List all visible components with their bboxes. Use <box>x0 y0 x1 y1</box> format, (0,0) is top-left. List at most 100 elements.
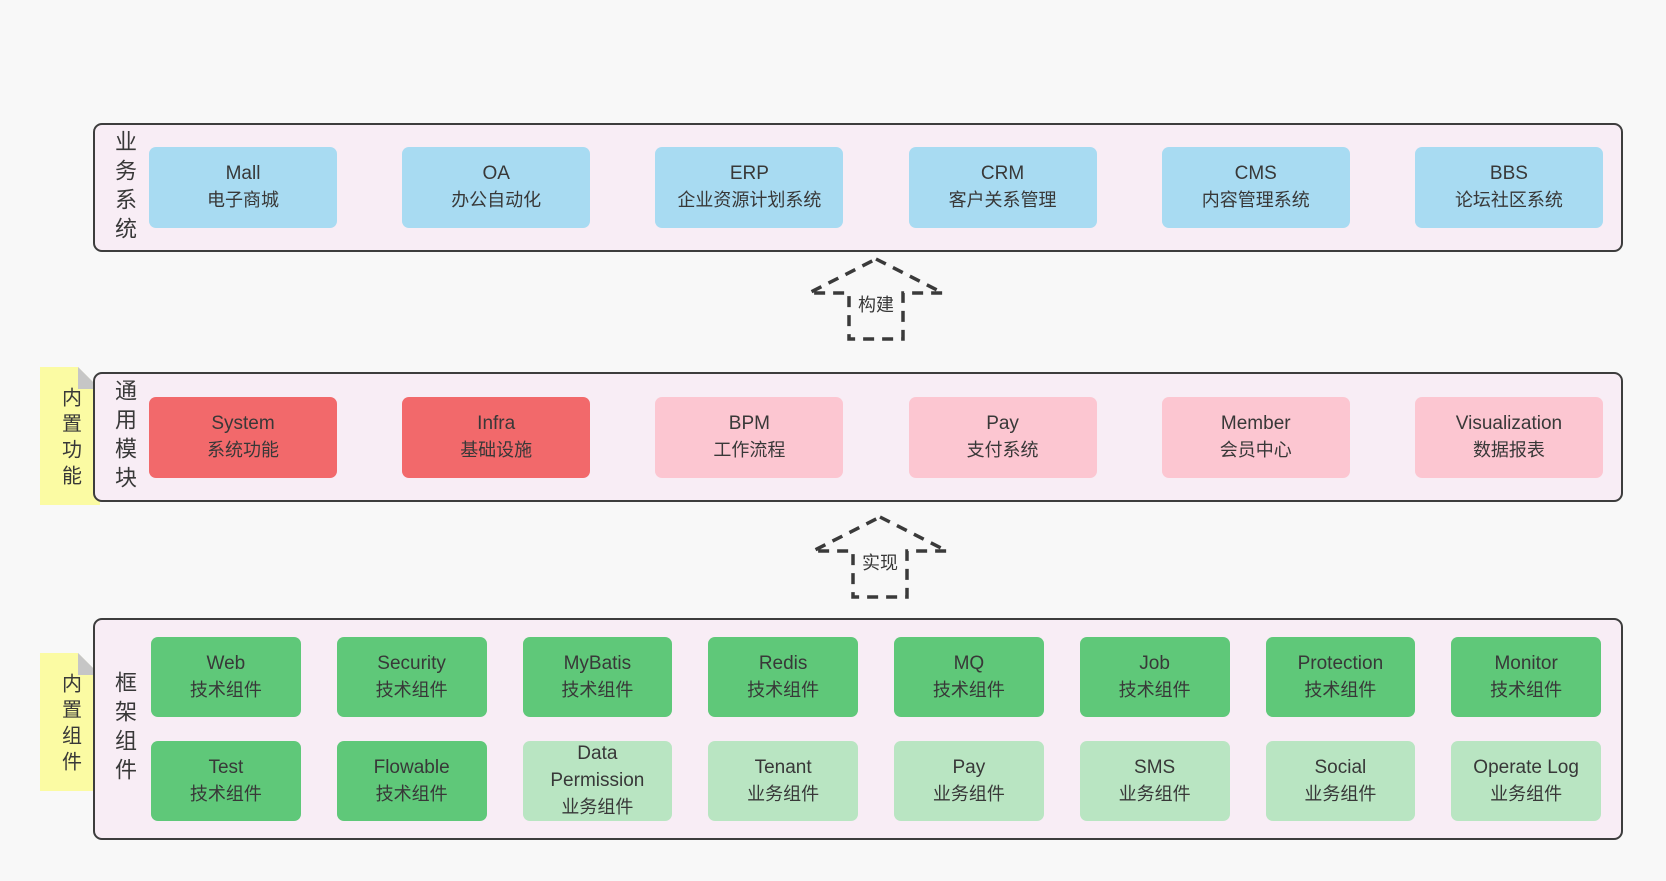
box-title: Data Permission <box>550 743 645 792</box>
up-arrow-icon <box>812 515 948 599</box>
box-title: Web <box>206 652 246 674</box>
box-title: Protection <box>1297 652 1384 674</box>
common-modules-boxes: System 系统功能 Infra 基础设施 BPM 工作流程 Pay 支付系统… <box>149 374 1621 500</box>
arrow-build-label: 构建 <box>855 290 897 318</box>
box-title: Monitor <box>1494 652 1558 674</box>
box-subtitle: 技术组件 <box>1490 679 1563 700</box>
arrow-implement: 实现 <box>810 514 950 600</box>
box-subtitle: 系统功能 <box>207 439 279 460</box>
box-tenant: Tenant 业务组件 <box>708 741 858 821</box>
box-crm: CRM 客户关系管理 <box>908 147 1097 228</box>
sticky-note-builtin-features: 内置功能 <box>40 367 100 505</box>
box-title: OA <box>482 163 510 185</box>
box-title: BPM <box>728 412 770 434</box>
box-title: Infra <box>477 412 516 434</box>
box-title: Security <box>377 652 446 674</box>
box-title: CMS <box>1234 163 1277 185</box>
box-pay-module: Pay 支付系统 <box>908 396 1097 478</box>
box-bbs: BBS 论坛社区系统 <box>1414 147 1603 228</box>
box-subtitle: 工作流程 <box>713 439 786 460</box>
box-subtitle: 业务组件 <box>1304 783 1377 804</box>
layer-label-business-systems: 业务系统 <box>112 129 137 246</box>
box-subtitle: 业务组件 <box>932 783 1005 804</box>
box-subtitle: 技术组件 <box>747 679 820 700</box>
arrow-implement-label: 实现 <box>859 548 901 576</box>
layer-label-framework-components: 框架组件 <box>112 671 137 787</box>
box-flowable: Flowable 技术组件 <box>336 741 487 821</box>
layer-common-modules: 通用模块 System 系统功能 Infra 基础设施 BPM 工作流程 Pay… <box>93 372 1623 502</box>
box-test: Test 技术组件 <box>151 741 301 821</box>
box-cms: CMS 内容管理系统 <box>1161 147 1350 228</box>
box-title: Visualization <box>1455 412 1563 434</box>
box-subtitle: 技术组件 <box>561 679 634 700</box>
box-title: Member <box>1220 412 1291 434</box>
box-oa: OA 办公自动化 <box>402 147 591 228</box>
box-title: CRM <box>980 163 1025 185</box>
box-subtitle: 内容管理系统 <box>1201 190 1310 211</box>
business-systems-boxes: Mall 电子商城 OA 办公自动化 ERP 企业资源计划系统 CRM 客户关系… <box>149 125 1621 250</box>
box-erp: ERP 企业资源计划系统 <box>655 147 844 228</box>
up-arrow-icon <box>808 257 944 341</box>
box-system: System 系统功能 <box>149 396 337 478</box>
box-subtitle: 技术组件 <box>189 783 262 804</box>
box-member: Member 会员中心 <box>1161 396 1350 478</box>
box-title: System <box>211 412 275 434</box>
box-visualization: Visualization 数据报表 <box>1414 396 1603 478</box>
box-subtitle: 业务组件 <box>1490 783 1563 804</box>
layer-business-systems: 业务系统 Mall 电子商城 OA 办公自动化 ERP 企业资源计划系统 CRM… <box>93 123 1623 252</box>
box-subtitle: 电子商城 <box>207 190 279 211</box>
box-protection: Protection 技术组件 <box>1265 637 1416 717</box>
box-title: SMS <box>1134 756 1176 778</box>
box-title: Tenant <box>754 756 812 778</box>
sticky-note-label: 内置功能 <box>58 387 81 491</box>
box-subtitle: 论坛社区系统 <box>1454 190 1563 211</box>
box-operate-log: Operate Log 业务组件 <box>1451 741 1601 821</box>
box-mall: Mall 电子商城 <box>149 147 337 228</box>
layer-framework-components: 框架组件 Web 技术组件 Security 技术组件 MyBatis 技术组件… <box>93 618 1623 840</box>
box-title: ERP <box>729 163 769 185</box>
box-subtitle: 业务组件 <box>1118 783 1191 804</box>
box-subtitle: 技术组件 <box>189 679 262 700</box>
box-title: Test <box>208 756 244 778</box>
box-job: Job 技术组件 <box>1079 637 1230 717</box>
box-subtitle: 技术组件 <box>1118 679 1191 700</box>
box-subtitle: 业务组件 <box>747 783 820 804</box>
box-social: Social 业务组件 <box>1265 741 1416 821</box>
box-mybatis: MyBatis 技术组件 <box>522 637 673 717</box>
box-subtitle: 办公自动化 <box>451 190 542 211</box>
box-subtitle: 业务组件 <box>561 797 634 818</box>
box-title: MyBatis <box>563 652 632 674</box>
sticky-note-builtin-components: 内置组件 <box>40 653 100 791</box>
box-pay-component: Pay 业务组件 <box>894 741 1044 821</box>
box-web: Web 技术组件 <box>151 637 301 717</box>
box-sms: SMS 业务组件 <box>1079 741 1230 821</box>
box-subtitle: 客户关系管理 <box>948 190 1057 211</box>
sticky-note-label: 内置组件 <box>58 673 81 777</box>
box-subtitle: 数据报表 <box>1472 439 1545 460</box>
box-title: Mall <box>225 163 261 185</box>
box-subtitle: 技术组件 <box>375 679 448 700</box>
box-bpm: BPM 工作流程 <box>655 396 844 478</box>
box-title: Operate Log <box>1473 756 1579 778</box>
box-subtitle: 企业资源计划系统 <box>677 190 822 211</box>
box-subtitle: 支付系统 <box>966 439 1039 460</box>
box-infra: Infra 基础设施 <box>402 396 591 478</box>
box-monitor: Monitor 技术组件 <box>1451 637 1601 717</box>
box-title: Redis <box>758 652 808 674</box>
box-data-permission: Data Permission 业务组件 <box>522 741 673 821</box>
box-title: MQ <box>953 652 985 674</box>
framework-components-boxes: Web 技术组件 Security 技术组件 MyBatis 技术组件 Redi… <box>149 620 1621 838</box>
box-subtitle: 技术组件 <box>375 783 448 804</box>
box-subtitle: 会员中心 <box>1219 439 1292 460</box>
box-title: BBS <box>1489 163 1528 185</box>
box-subtitle: 基础设施 <box>460 439 533 460</box>
box-title: Social <box>1314 756 1367 778</box>
box-subtitle: 技术组件 <box>932 679 1005 700</box>
box-title: Pay <box>952 756 986 778</box>
box-mq: MQ 技术组件 <box>894 637 1044 717</box>
arrow-build: 构建 <box>806 256 946 342</box>
box-security: Security 技术组件 <box>336 637 487 717</box>
box-title: Job <box>1139 652 1170 674</box>
box-redis: Redis 技术组件 <box>708 637 858 717</box>
